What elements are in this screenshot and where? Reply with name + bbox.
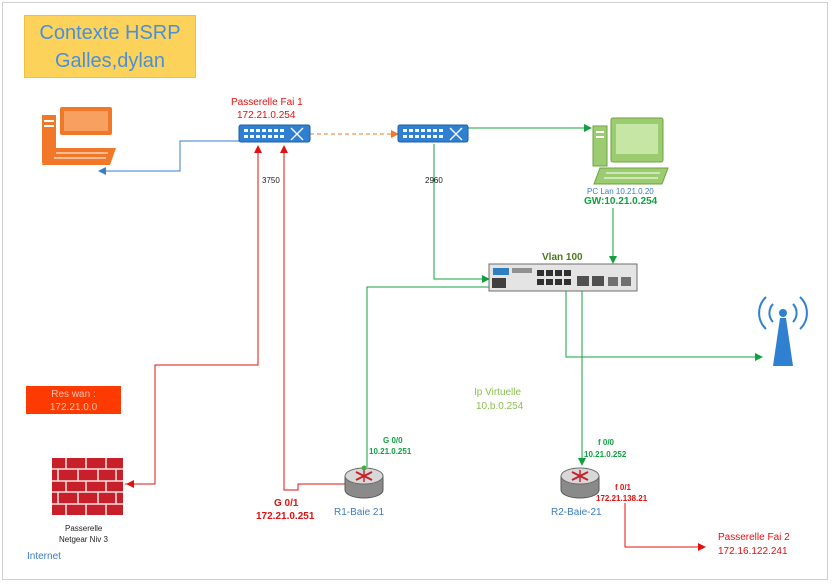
res-wan-line-2: 172.21.0.0 [49, 402, 98, 413]
wifi-antenna-icon [758, 296, 808, 366]
switch-2960-icon [397, 124, 469, 143]
r1-g00-if-label: G 0/0 [383, 436, 403, 445]
link-r1-g01-to-3750 [280, 145, 345, 491]
link-core-to-wifi [565, 291, 763, 361]
fai2-name-label: Passerelle Fai 2 [718, 532, 790, 543]
r1-g01-ip-label: 172.21.0.251 [256, 511, 315, 522]
link-r2-to-fai2 [624, 503, 706, 551]
r2-f01-ip-label: 172.21.138.21 [596, 494, 648, 503]
res-wan-box: Res wan : 172.21.0.0 [26, 386, 121, 414]
res-wan-line-1: Res wan : [51, 389, 96, 400]
fai1-name-label: Passerelle Fai 1 [231, 97, 303, 108]
pc-orange-icon [42, 107, 116, 165]
fai2-ip-label: 172.16.122.241 [718, 546, 788, 557]
link-r1-to-core [366, 286, 499, 467]
r1-g01-if-label: G 0/1 [274, 498, 299, 509]
r2-f00-if-label: f 0/0 [598, 438, 615, 447]
link-firewall-to-3750 [125, 145, 262, 485]
link-2960-to-core [433, 144, 490, 283]
ip-virtuelle-line-2: 10.b.0.254 [476, 401, 524, 412]
title-box: Contexte HSRP Galles,dylan [24, 15, 196, 78]
title-line-1: Contexte HSRP [39, 22, 181, 44]
pc-lan-label: PC Lan 10.21.0.20 [587, 187, 654, 196]
switch-2960-model-label: 2960 [425, 176, 443, 185]
vlan-label: Vlan 100 [542, 252, 583, 263]
r2-f01-if-label: f 0/1 [615, 483, 632, 492]
r1-g00-ip-label: 10.21.0.251 [369, 447, 412, 456]
r1-name-label: R1-Baie 21 [334, 507, 385, 518]
r2-f00-ip-label: 10.21.0.252 [584, 450, 627, 459]
pc-lan-gw-label: GW:10.21.0.254 [584, 196, 658, 207]
fai1-ip-label: 172.21.0.254 [237, 110, 296, 121]
router-r1-icon [344, 465, 384, 499]
ip-virtuelle-line-1: Ip Virtuelle [474, 387, 522, 398]
r2-name-label: R2-Baie-21 [551, 507, 602, 518]
diagram-frame [2, 2, 828, 580]
firewall-label-line-1: Passerelle [65, 524, 103, 533]
router-r2-icon [560, 467, 600, 499]
title-line-2: Galles,dylan [54, 50, 166, 72]
switch-3750-icon [238, 124, 311, 143]
link-3750-to-pc-orange [98, 140, 254, 175]
internet-label: Internet [27, 551, 61, 562]
pc-lan-icon [592, 117, 669, 185]
firewall-label-line-2: Netgear Niv 3 [59, 535, 108, 544]
switch-3750-model-label: 3750 [262, 176, 280, 185]
firewall-icon [52, 458, 123, 515]
core-switch-icon [488, 263, 638, 292]
